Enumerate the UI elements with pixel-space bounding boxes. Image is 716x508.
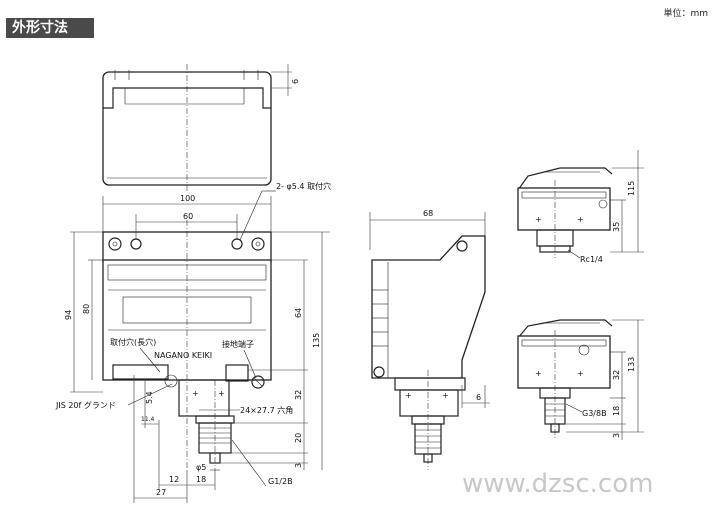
dim-60: 60 [183, 212, 193, 221]
slot-label: 取付穴(長穴) [110, 337, 156, 347]
svg-text:+: + [535, 369, 542, 378]
side-view: 68 + + 6 [369, 209, 490, 470]
variant-g38b: + + 133 32 18 3 G3/8B [517, 319, 644, 440]
variant-rc14: + + 115 35 Rc1/4 [517, 150, 644, 264]
top-view: 6 [102, 64, 300, 192]
svg-text:+: + [442, 391, 449, 400]
rc-dim-35: 35 [612, 222, 621, 232]
svg-text:+: + [535, 215, 542, 224]
dim-18: 18 [196, 475, 206, 484]
rc-dim-115: 115 [627, 181, 636, 196]
svg-text:+: + [192, 389, 199, 398]
g38-dim-133: 133 [627, 357, 636, 372]
section-title: 外形寸法 [6, 18, 94, 38]
g38-dim-32: 32 [612, 370, 621, 380]
svg-text:+: + [577, 215, 584, 224]
hex-label: 24×27.7 六角 [240, 405, 293, 415]
side-dim-6: 6 [476, 393, 481, 402]
unit-label: 単位：mm [663, 9, 708, 19]
dim-80: 80 [82, 304, 91, 314]
dim-12: 12 [169, 475, 179, 484]
watermark: www.dzsc.com [462, 469, 653, 499]
side-dim-68: 68 [423, 209, 433, 218]
g38-dim-18: 18 [612, 406, 621, 416]
svg-text:+: + [405, 391, 412, 400]
dim-94: 94 [64, 310, 73, 320]
g38-dim-3: 3 [612, 433, 621, 438]
dim-135: 135 [312, 333, 321, 348]
dim-20: 20 [294, 433, 303, 443]
thread-label: G1/2B [268, 477, 293, 486]
brand-label: NAGANO KEIKI [154, 351, 212, 360]
dim-5-4: 5.4 [145, 391, 154, 404]
rc-thread-label: Rc1/4 [580, 255, 603, 264]
dim-32: 32 [294, 390, 303, 400]
dim-27: 27 [156, 488, 166, 497]
svg-text:+: + [218, 389, 225, 398]
front-view: + + 100 60 94 80 135 64 [55, 181, 331, 503]
dim-3: 3 [294, 463, 303, 468]
g38-thread-label: G3/8B [582, 409, 607, 418]
gland-label: JIS 20f グランド [55, 400, 116, 410]
ground-label: 接地端子 [222, 339, 254, 349]
top-dim-6: 6 [291, 79, 300, 84]
dim-64: 64 [294, 308, 303, 318]
dim-11-4: 11.4 [141, 416, 155, 423]
dim-phi5: φ5 [196, 463, 206, 472]
svg-text:+: + [577, 369, 584, 378]
dim-100: 100 [180, 194, 195, 203]
hole-label: 2- φ5.4 取付穴 [276, 181, 331, 191]
